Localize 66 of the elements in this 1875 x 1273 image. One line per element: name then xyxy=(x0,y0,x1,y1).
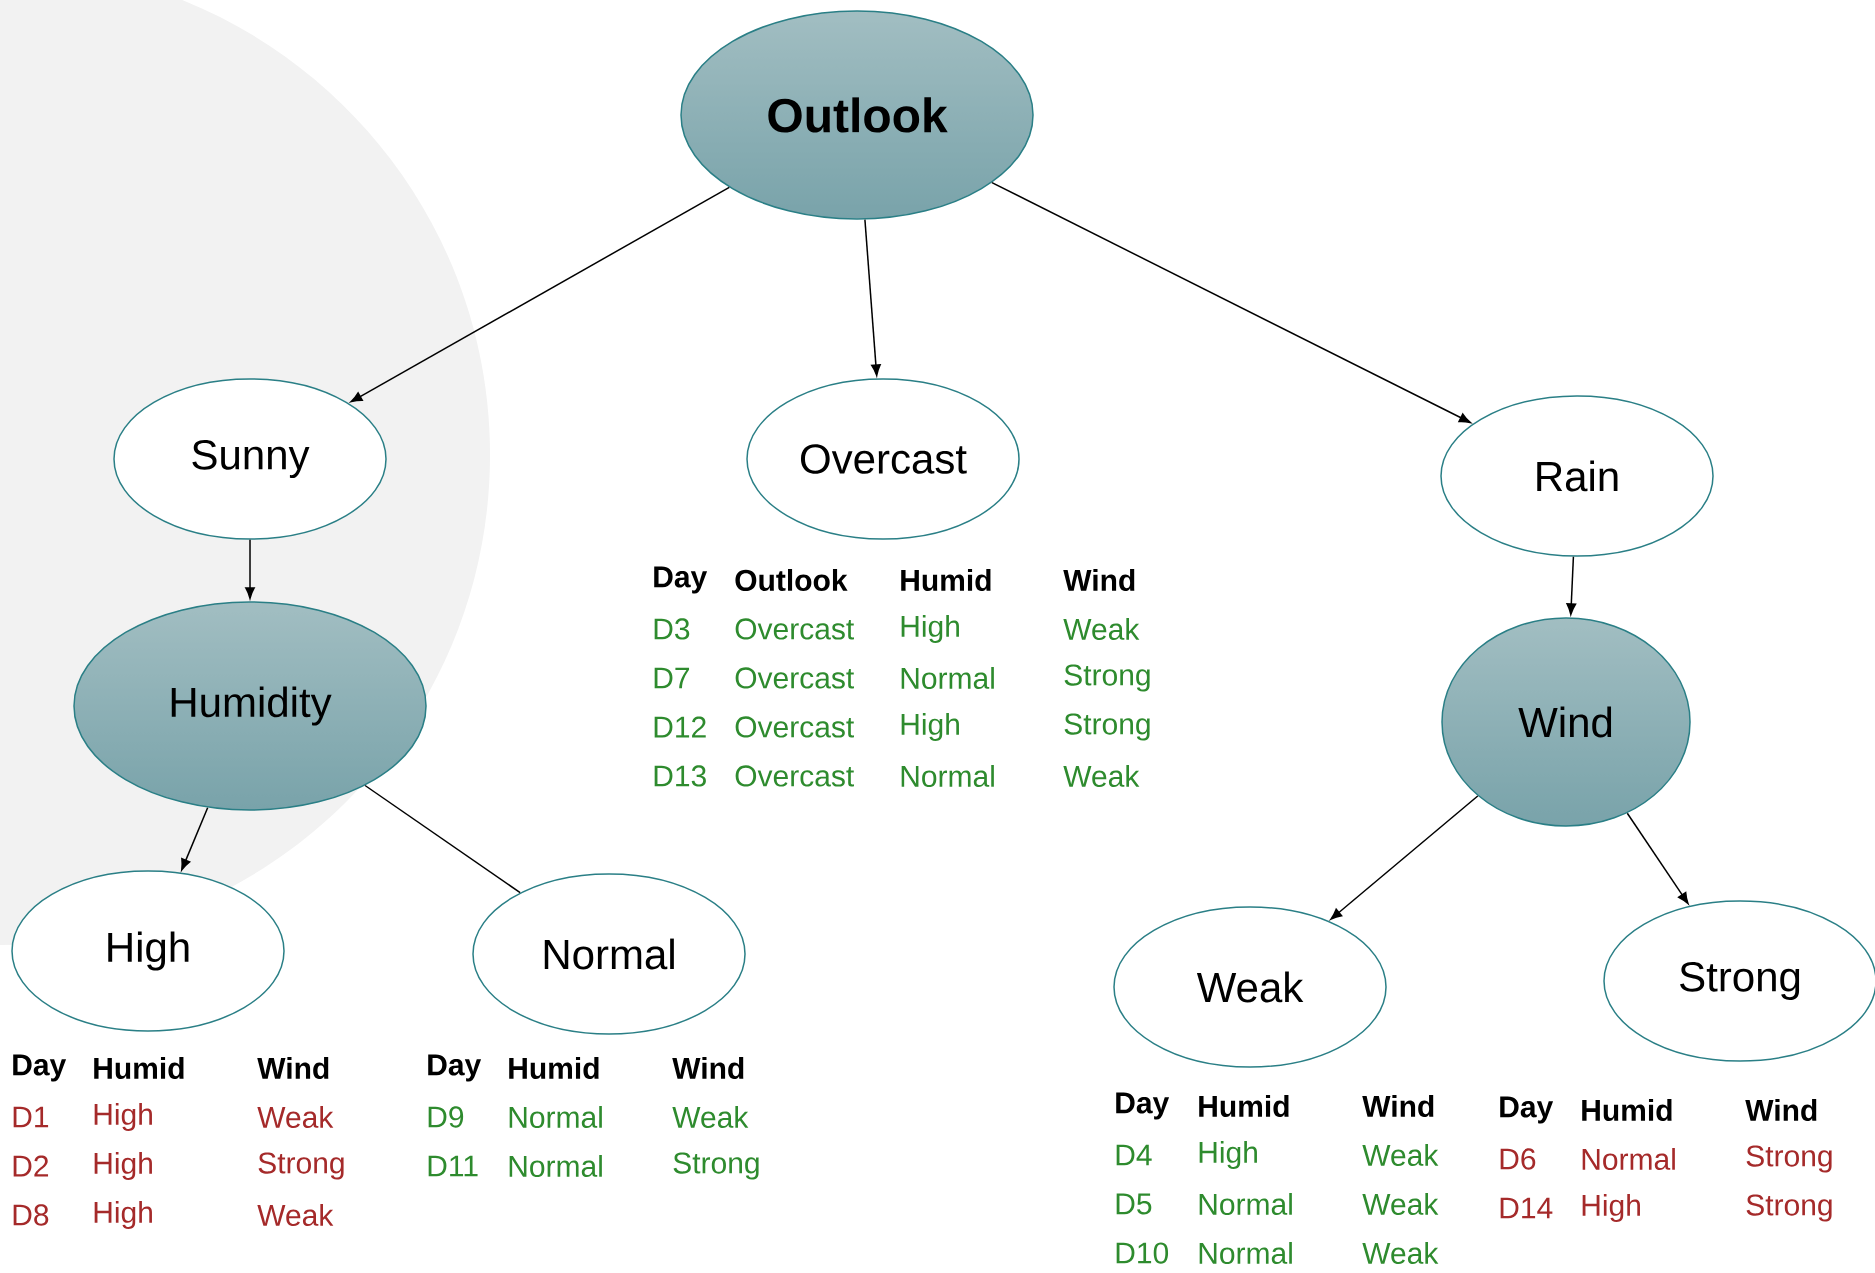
table-cell: D14 xyxy=(1500,1197,1553,1219)
table-header: Wind xyxy=(1745,1099,1817,1121)
table-cell: Normal xyxy=(1199,1242,1292,1264)
table-header: Wind xyxy=(1063,569,1135,591)
table-header: Day xyxy=(428,1054,482,1082)
table-cell: Weak xyxy=(257,1204,334,1226)
table-cell: Weak xyxy=(257,1106,334,1128)
table-cell: Strong xyxy=(673,1152,759,1180)
table-header: Day xyxy=(654,566,708,594)
table-cell: Overcast xyxy=(735,618,854,640)
table-cell: D10 xyxy=(1116,1242,1169,1264)
table-cell: High xyxy=(901,713,959,741)
table-cell: D8 xyxy=(13,1204,49,1226)
table-cell: Strong xyxy=(1746,1194,1832,1222)
table-cell: Normal xyxy=(1199,1193,1292,1215)
table-header: Humid xyxy=(1199,1095,1289,1117)
table-cell: Weak xyxy=(1063,765,1140,787)
table-cell: D9 xyxy=(428,1106,464,1128)
table-header: Wind xyxy=(257,1057,329,1079)
table-header: Day xyxy=(1500,1096,1554,1124)
table-cell: High xyxy=(94,1152,152,1180)
table-cell: D1 xyxy=(13,1106,49,1128)
table-cell: Strong xyxy=(1746,1145,1832,1173)
arrow xyxy=(245,539,255,600)
table-cell: Normal xyxy=(901,667,994,689)
arrow xyxy=(1330,795,1479,920)
connector-line xyxy=(364,784,521,894)
table-cell: High xyxy=(94,1201,152,1229)
table-cell: D13 xyxy=(654,765,706,787)
table-cell: High xyxy=(94,1103,152,1131)
table-cell: Strong xyxy=(1064,713,1150,741)
arrow xyxy=(350,186,730,403)
table-cell: D4 xyxy=(1116,1144,1152,1166)
table-cell: D12 xyxy=(654,716,706,738)
table-cell: Weak xyxy=(1362,1242,1439,1264)
table-cell: Weak xyxy=(1063,618,1140,640)
table-cell: Weak xyxy=(672,1106,749,1128)
arrow xyxy=(991,181,1471,424)
table-cell: Overcast xyxy=(735,667,854,689)
table-cell: Weak xyxy=(1362,1193,1439,1215)
arrow xyxy=(1566,555,1577,616)
table-cell: High xyxy=(1582,1194,1640,1222)
arrow xyxy=(1626,812,1689,905)
arrow xyxy=(864,218,881,377)
table-cell: Normal xyxy=(509,1155,602,1177)
table-cell: Weak xyxy=(1362,1144,1439,1166)
table-cell: Normal xyxy=(901,765,994,787)
table-cell: Strong xyxy=(1064,664,1150,692)
arrow xyxy=(181,806,209,871)
table-header: Humid xyxy=(901,569,991,591)
table-cell: D5 xyxy=(1116,1193,1152,1215)
table-cell: Overcast xyxy=(735,765,854,787)
table-cell: Overcast xyxy=(735,716,854,738)
table-cell: D6 xyxy=(1500,1148,1536,1170)
table-cell: D3 xyxy=(654,618,690,640)
table-cell: Strong xyxy=(258,1152,344,1180)
table-header: Outlook xyxy=(735,569,848,591)
table-cell: D7 xyxy=(654,667,690,689)
table-cell: Normal xyxy=(1582,1148,1675,1170)
table-cell: High xyxy=(1199,1141,1257,1169)
table-header: Humid xyxy=(1582,1099,1672,1121)
table-cell: Normal xyxy=(509,1106,602,1128)
table-header: Wind xyxy=(1362,1095,1434,1117)
table-cell: D2 xyxy=(13,1155,49,1177)
table-cell: D11 xyxy=(428,1155,478,1177)
table-cell: High xyxy=(901,615,959,643)
